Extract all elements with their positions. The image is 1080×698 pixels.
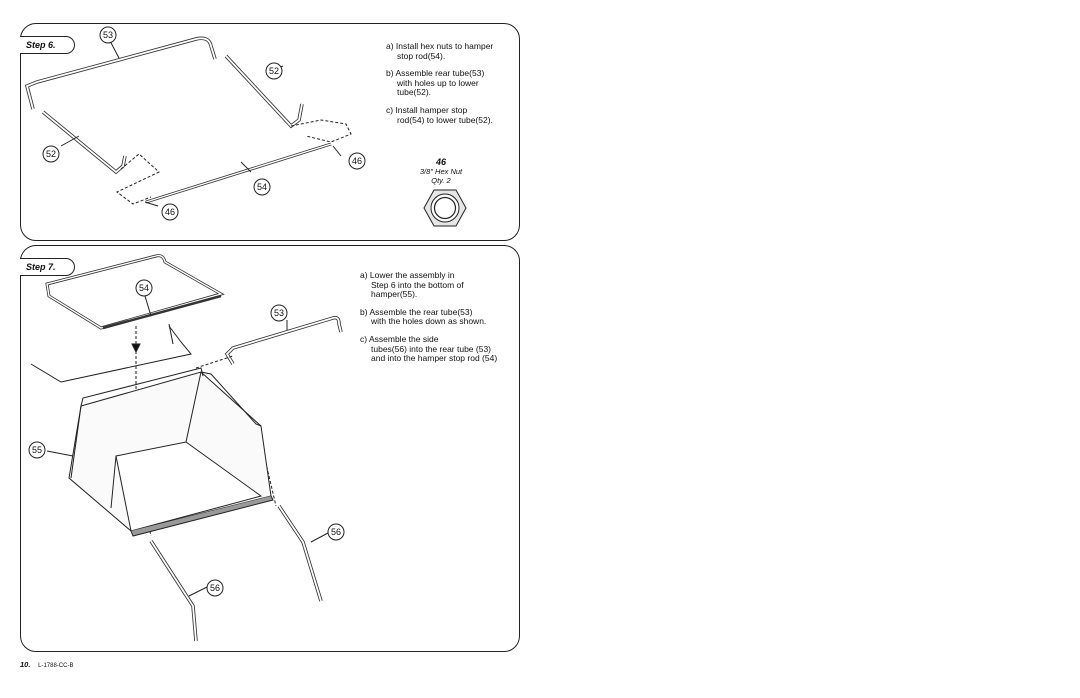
step-6-instruction-a: a) Install hex nuts to hamper stop rod(5… xyxy=(386,41,494,61)
step-7-instructions: a) Lower the assembly in Step 6 into the… xyxy=(360,270,516,372)
lower-tube-52-right xyxy=(224,54,304,129)
hex-nut-icon xyxy=(423,189,467,227)
step-6-illustration: 53 52 52 54 46 46 xyxy=(24,26,366,221)
nut-description: 3/8" Hex Nut xyxy=(419,167,463,176)
rear-tube-53 xyxy=(224,315,343,365)
document-code: L-1788-CC-B xyxy=(38,663,74,669)
label-54: 54 xyxy=(257,182,267,192)
label-56-left: 56 xyxy=(210,583,220,593)
label-55: 55 xyxy=(32,445,42,455)
callout-56-left xyxy=(206,579,224,597)
label-52-left: 52 xyxy=(46,149,56,159)
side-tube-56-right xyxy=(277,505,323,602)
step-6-panel: Step 6. 53 52 52 54 xyxy=(20,23,520,241)
step-6-instruction-c: c) Install hamper stop rod(54) to lower … xyxy=(386,104,493,125)
nut-quantity: Qty. 2 xyxy=(431,176,451,185)
page-footer: 10. L-1788-CC-B xyxy=(20,660,73,669)
step-7-illustration: 54 53 55 56 56 xyxy=(28,254,345,642)
callout-53 xyxy=(270,304,288,322)
step-7-panel: Step 7. xyxy=(20,245,520,652)
stop-rod-54 xyxy=(102,294,222,330)
label-53: 53 xyxy=(103,30,113,40)
step-7-instruction-c: c) Assemble the side tubes(56) into the … xyxy=(360,333,498,364)
label-46-lower: 46 xyxy=(165,207,175,217)
step-7-instruction-b: b) Assemble the rear tube(53) with the h… xyxy=(360,306,487,327)
hex-nut-spec: 46 3/8" Hex Nut Qty. 2 xyxy=(411,157,471,186)
step-6-instruction-b: b) Assemble rear tube(53) with holes up … xyxy=(386,68,485,98)
callout-46-lower xyxy=(161,203,179,221)
rear-tube-53 xyxy=(24,36,217,110)
label-53: 53 xyxy=(274,308,284,318)
step-7-instruction-a: a) Lower the assembly in Step 6 into the… xyxy=(360,270,464,300)
step-7-tab: Step 7. xyxy=(20,258,75,276)
page-number: 10. xyxy=(20,660,31,669)
label-46-upper: 46 xyxy=(352,156,362,166)
step-6-tab: Step 6. xyxy=(20,36,75,54)
label-56-right: 56 xyxy=(331,527,341,537)
callout-55 xyxy=(28,441,46,459)
step-6-instructions: a) Install hex nuts to hamper stop rod(5… xyxy=(386,41,516,133)
callout-52-left xyxy=(42,145,60,163)
label-52-right: 52 xyxy=(269,66,279,76)
callout-56-right xyxy=(327,523,345,541)
label-54: 54 xyxy=(139,283,149,293)
callout-54 xyxy=(135,279,153,297)
callout-53 xyxy=(99,26,117,44)
side-tube-56-left xyxy=(149,540,198,642)
nut-part-number: 46 xyxy=(435,157,446,167)
callout-54 xyxy=(253,178,271,196)
assembly-frame xyxy=(45,254,225,330)
callout-52-right xyxy=(265,62,283,80)
callout-46-upper xyxy=(348,152,366,170)
